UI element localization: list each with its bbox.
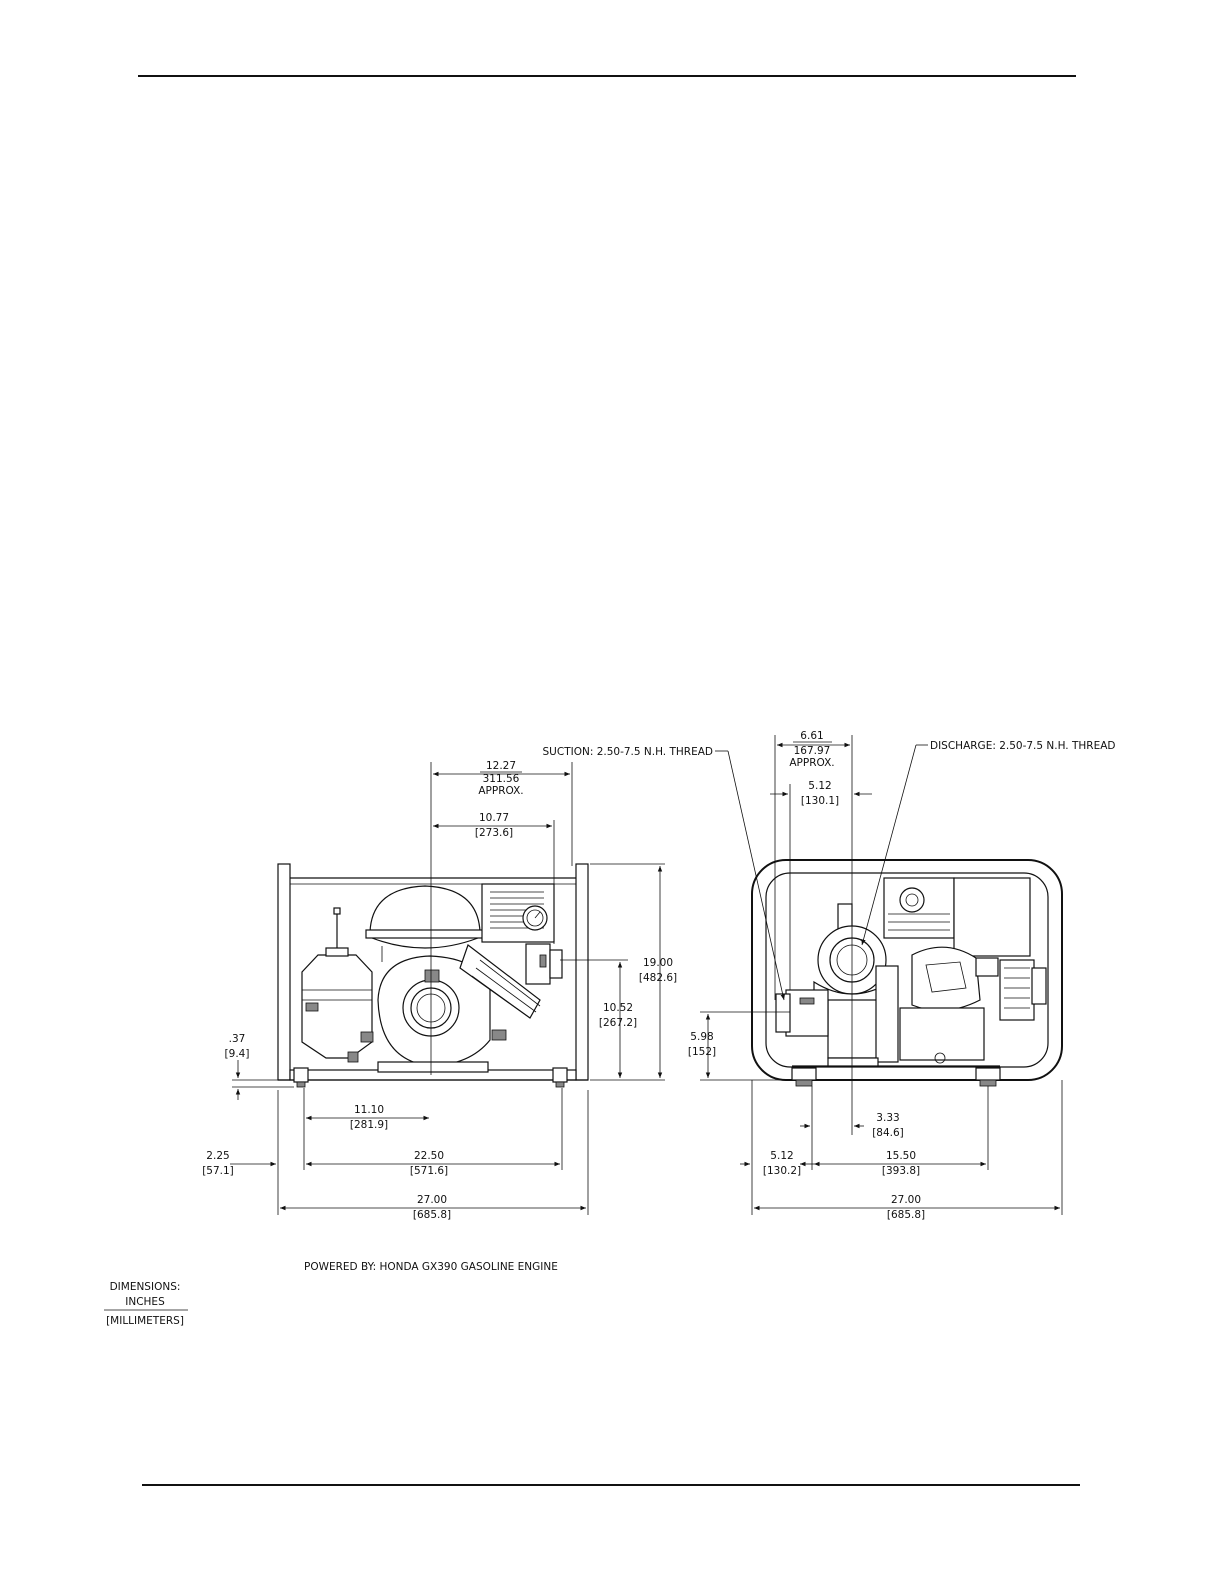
dim-12-27-mm: 311.56	[483, 773, 520, 785]
legend-unit-mm: [MILLIMETERS]	[106, 1315, 184, 1327]
dim-15-50-in: 15.50	[886, 1150, 916, 1162]
dim-3-33-mm: [84.6]	[872, 1127, 904, 1139]
dim-6-61-mm: 167.97	[794, 745, 831, 757]
left-view: 12.27 311.56 APPROX. 10.77 [273.6] 19.00…	[202, 760, 677, 1221]
dim-2-25-mm: [57.1]	[202, 1165, 234, 1177]
left-dim-lines	[230, 762, 665, 1215]
legend-title: DIMENSIONS:	[110, 1281, 181, 1293]
dim-19-00-in: 19.00	[643, 957, 673, 969]
dim-5-12-top-mm: [130.1]	[801, 795, 839, 807]
dim-5-12-bottom-mm: [130.2]	[763, 1165, 801, 1177]
right-view: 6.61 167.97 APPROX. 5.12 [130.1] 5.98 [1…	[688, 730, 1063, 1221]
dim-5-12-bottom-in: 5.12	[770, 1150, 793, 1162]
pump-casing	[347, 943, 563, 1073]
dim-27-00-left-in: 27.00	[417, 1194, 447, 1206]
dim-10-77-in: 10.77	[479, 812, 509, 824]
dim-19-00-mm: [482.6]	[639, 972, 677, 984]
dim-5-12-top-in: 5.12	[808, 780, 831, 792]
dim-10-52-mm: [267.2]	[599, 1017, 637, 1029]
dim-2-25-in: 2.25	[206, 1150, 229, 1162]
dim-22-50-mm: [571.6]	[410, 1165, 448, 1177]
legend-unit-inches: INCHES	[125, 1296, 165, 1308]
dim-27-00-right-mm: [685.8]	[887, 1209, 925, 1221]
dim-037-in: .37	[229, 1033, 246, 1045]
dim-11-10-in: 11.10	[354, 1104, 384, 1116]
dim-6-61-note: APPROX.	[789, 757, 834, 769]
dim-3-33-in: 3.33	[876, 1112, 899, 1124]
engine-side	[883, 877, 1047, 1064]
suction-callout: SUCTION: 2.50-7.5 N.H. THREAD	[543, 746, 713, 758]
right-dim-labels: 6.61 167.97 APPROX. 5.12 [130.1] 5.98 [1…	[688, 730, 925, 1221]
dim-27-00-right-in: 27.00	[891, 1194, 921, 1206]
dim-6-61-in: 6.61	[800, 730, 823, 742]
engine-body	[481, 883, 555, 943]
dim-11-10-mm: [281.9]	[350, 1119, 388, 1131]
left-dim-labels: 12.27 311.56 APPROX. 10.77 [273.6] 19.00…	[202, 760, 677, 1221]
dim-5-98-mm: [152]	[688, 1046, 716, 1058]
dim-10-77-mm: [273.6]	[475, 827, 513, 839]
discharge-callout: DISCHARGE: 2.50-7.5 N.H. THREAD	[930, 740, 1116, 752]
units-legend: DIMENSIONS: INCHES [MILLIMETERS]	[104, 1281, 188, 1327]
dim-12-27-note: APPROX.	[478, 785, 523, 797]
air-cleaner	[365, 885, 485, 962]
powered-by-note: POWERED BY: HONDA GX390 GASOLINE ENGINE	[304, 1261, 558, 1273]
dim-5-98-in: 5.98	[690, 1031, 713, 1043]
fuel-tank	[301, 907, 373, 1059]
dim-27-00-left-mm: [685.8]	[413, 1209, 451, 1221]
dim-22-50-in: 22.50	[414, 1150, 444, 1162]
dim-037-mm: [9.4]	[225, 1048, 250, 1060]
dim-15-50-mm: [393.8]	[882, 1165, 920, 1177]
dim-12-27-in: 12.27	[486, 760, 516, 772]
right-dim-lines	[700, 735, 1063, 1215]
dim-10-52-in: 10.52	[603, 1002, 633, 1014]
